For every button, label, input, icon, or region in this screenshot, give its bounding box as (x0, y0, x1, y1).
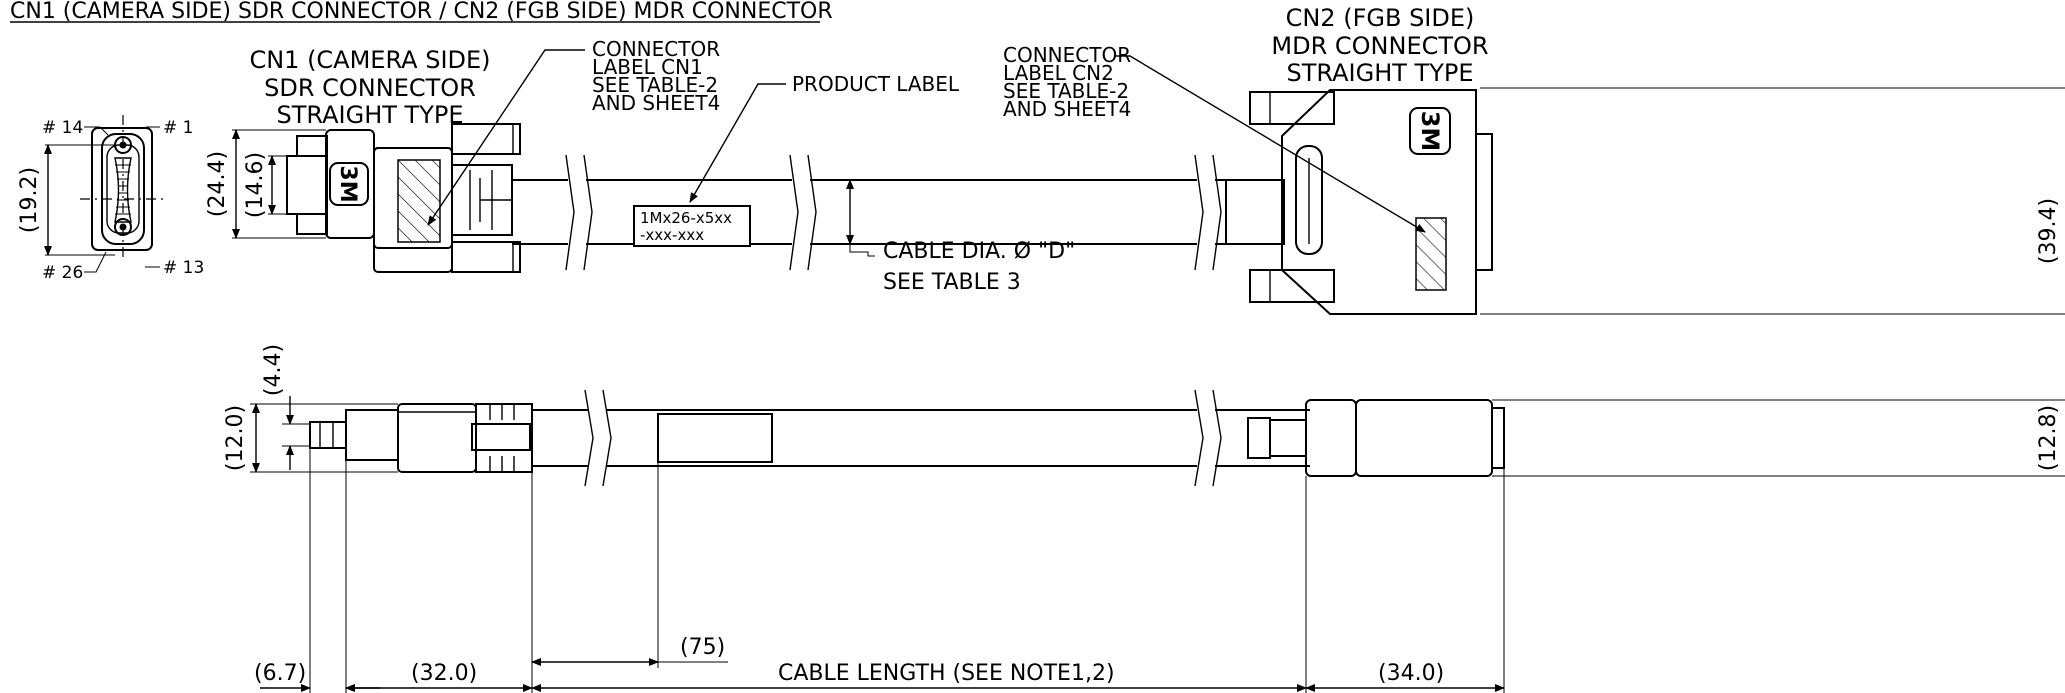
dim-14-6-label: (14.6) (243, 152, 268, 218)
cn2-rear-body (1475, 133, 1493, 271)
cn2-brand-logo: 3M (1416, 111, 1444, 152)
side-break-1-gap (588, 400, 606, 476)
label-cn2-line2: LABEL CN2 (1003, 61, 1114, 85)
top-cable: 1Mx26-x5xx -xxx-xxx CABLE DIA. Ø "D" SEE… (512, 154, 1280, 295)
cn1-front-shell (91, 127, 153, 251)
cn1-screw-bottom-left (296, 213, 328, 235)
cable-length-label: CABLE LENGTH (SEE NOTE1,2) (778, 661, 1115, 686)
cn2-title-line1: CN2 (FGB SIDE) (1286, 4, 1475, 32)
cn1-side-backshell (397, 403, 477, 473)
label-cn1-line4: AND SHEET4 (592, 91, 720, 115)
dim-34-0-label: (34.0) (1378, 661, 1444, 686)
cn2-side-shell (1355, 399, 1493, 477)
product-label-text: PRODUCT LABEL (792, 72, 960, 96)
dim-12-0-label: (12.0) (223, 405, 248, 471)
pin-13-label: # 13 (163, 258, 204, 278)
dim-24-4-label: (24.4) (205, 151, 230, 217)
dim-32-0-label: (32.0) (411, 661, 477, 686)
side-break-1 (584, 389, 612, 487)
pin-1-label: # 1 (163, 118, 193, 138)
cn2-screw-top (1249, 91, 1335, 125)
top-break-3-gap (1197, 170, 1215, 254)
side-view: (4.4) (12.0) (12.8) (75) (6.7) (32.0) CA… (223, 344, 2065, 693)
cn1-side-boot-ribs (489, 404, 515, 472)
cn2-brand-logo-frame (1409, 107, 1451, 155)
product-label-callout: PRODUCT LABEL (689, 72, 960, 203)
pin-26-leader (84, 251, 107, 273)
pin-14-label: # 14 (42, 118, 83, 138)
cn2-screw-bottom (1249, 269, 1335, 303)
cn1-side-boot (475, 403, 533, 473)
top-break-3 (1194, 154, 1222, 271)
cn2-label-area (1415, 217, 1447, 291)
top-break-2-gap (792, 170, 810, 254)
dim-12-8-label: (12.8) (2036, 405, 2061, 471)
product-label-leader (689, 83, 786, 203)
label-cn2-line4: AND SHEET4 (1003, 97, 1131, 121)
cn1-front-bezel (101, 133, 145, 245)
cn2-side-plug (1491, 407, 1505, 469)
dim-6-7-label: (6.7) (254, 661, 306, 686)
top-break-1 (565, 154, 593, 271)
cn2-side-boot (1247, 417, 1271, 459)
product-label-sleeve (633, 205, 751, 247)
label-cn1-line3: SEE TABLE-2 (592, 73, 718, 97)
cn1-label-area (397, 159, 441, 243)
pin-14-leader-tip (99, 126, 109, 136)
cn1-brand-logo-frame (329, 162, 369, 206)
cn1-side-boot-band (471, 423, 531, 451)
cn1-side-nose (309, 421, 347, 449)
label-cn2-line1: CONNECTOR (1003, 43, 1131, 67)
product-code-line2: -xxx-xxx (640, 226, 704, 244)
cn2-title-line2: MDR CONNECTOR (1271, 32, 1488, 60)
cn2-grip-slot (1295, 145, 1323, 255)
cn1-side-flange (345, 409, 399, 461)
label-cn1-callout: CONNECTOR LABEL CN1 SEE TABLE-2 AND SHEE… (427, 37, 720, 226)
cn2-side-shell-front (1305, 399, 1357, 477)
cn1-screw-top-right (451, 123, 521, 155)
cn1-title-line1: CN1 (CAMERA SIDE) (249, 46, 490, 74)
label-cn2-line3: SEE TABLE-2 (1003, 79, 1129, 103)
cn1-front-view: # 14 # 1 # 26 # 13 (19.2) (17, 115, 204, 283)
cn1-screw-bottom-right (451, 241, 521, 273)
dim-19-2-label: (19.2) (17, 167, 42, 233)
cable-dia-leader (849, 244, 875, 257)
side-break-2 (1194, 389, 1222, 487)
dim-39-4-label: (39.4) (2036, 198, 2061, 264)
label-cn1-line2: LABEL CN1 (592, 55, 703, 79)
dim-4-4-label: (4.4) (261, 344, 286, 396)
dim-75-label: (75) (680, 635, 725, 660)
drawing-title: CN1 (CAMERA SIDE) SDR CONNECTOR / CN2 (F… (10, 0, 833, 24)
cn1-title-line2: SDR CONNECTOR (264, 74, 476, 102)
see-table3-label: SEE TABLE 3 (883, 270, 1021, 295)
cn1-plug-nose (286, 155, 328, 215)
label-cn1-leader (427, 49, 585, 226)
product-code-line1: 1Mx26-x5xx (640, 209, 732, 227)
cn2-side-ferrule (1269, 419, 1307, 457)
cable-dia-label: CABLE DIA. Ø "D" (883, 239, 1075, 264)
label-cn1-line1: CONNECTOR (592, 37, 720, 61)
label-cn2-leader (1115, 55, 1426, 233)
side-break-2-gap (1197, 400, 1215, 476)
cn2-backshell (1281, 89, 1477, 315)
label-cn2-callout: CONNECTOR LABEL CN2 SEE TABLE-2 AND SHEE… (1003, 43, 1426, 233)
cn2-top-connector: 3M (39.4) (1225, 87, 2065, 315)
top-break-1-gap (568, 170, 586, 254)
cn1-screw-top-left (296, 135, 328, 157)
side-product-label-sleeve (657, 413, 773, 463)
cn1-brand-logo: 3M (335, 165, 360, 202)
top-break-2 (789, 154, 817, 271)
pin-26-label: # 26 (42, 263, 83, 283)
cn1-top-connector: (24.4) (14.6) 3M (205, 123, 521, 273)
cn1-title-line3: STRAIGHT TYPE (277, 101, 464, 129)
cn2-strain-relief (1225, 179, 1285, 245)
cn2-title-line3: STRAIGHT TYPE (1287, 59, 1474, 87)
